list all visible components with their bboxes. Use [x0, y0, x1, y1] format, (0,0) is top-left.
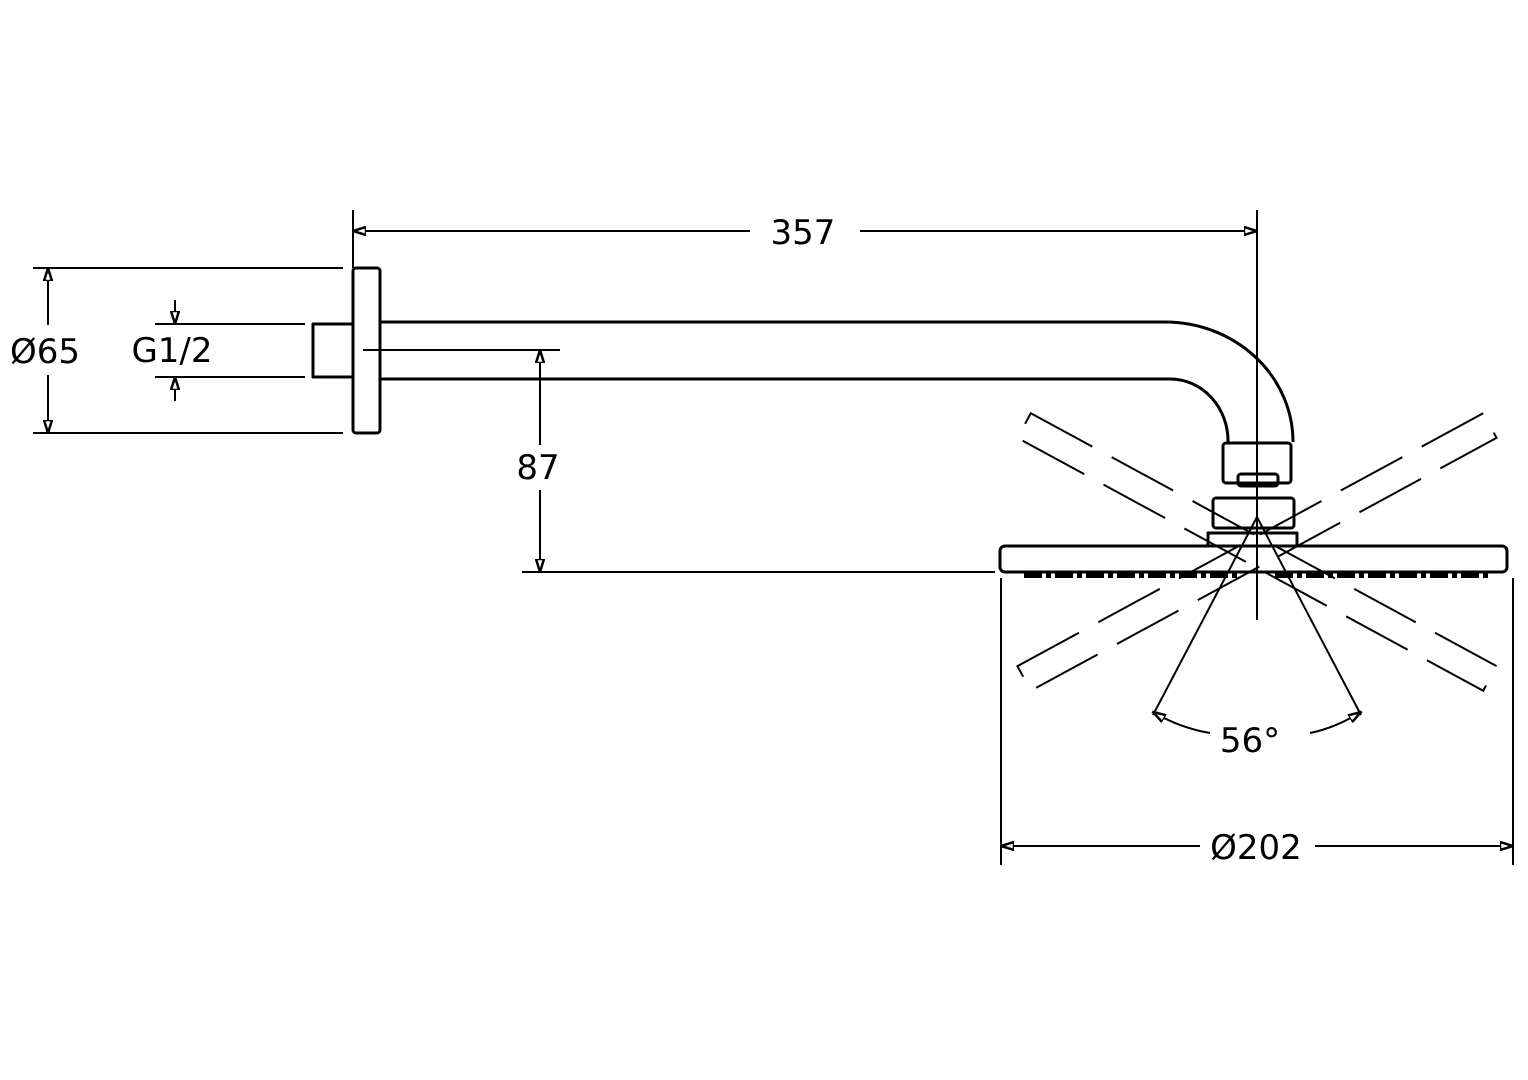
- dim-spray-angle: 56°: [1220, 721, 1280, 761]
- dim-thread: G1/2: [131, 331, 212, 371]
- head-base: [1206, 531, 1299, 548]
- shower-arm: [380, 320, 1295, 443]
- dim-head-diameter: Ø202: [1210, 828, 1302, 868]
- thread-stub: [311, 322, 355, 379]
- dim-arm-length: 357: [771, 213, 836, 253]
- dim-flange-diameter: Ø65: [10, 332, 80, 372]
- dim-drop-height: 87: [516, 448, 559, 488]
- shower-plate: [998, 544, 1509, 574]
